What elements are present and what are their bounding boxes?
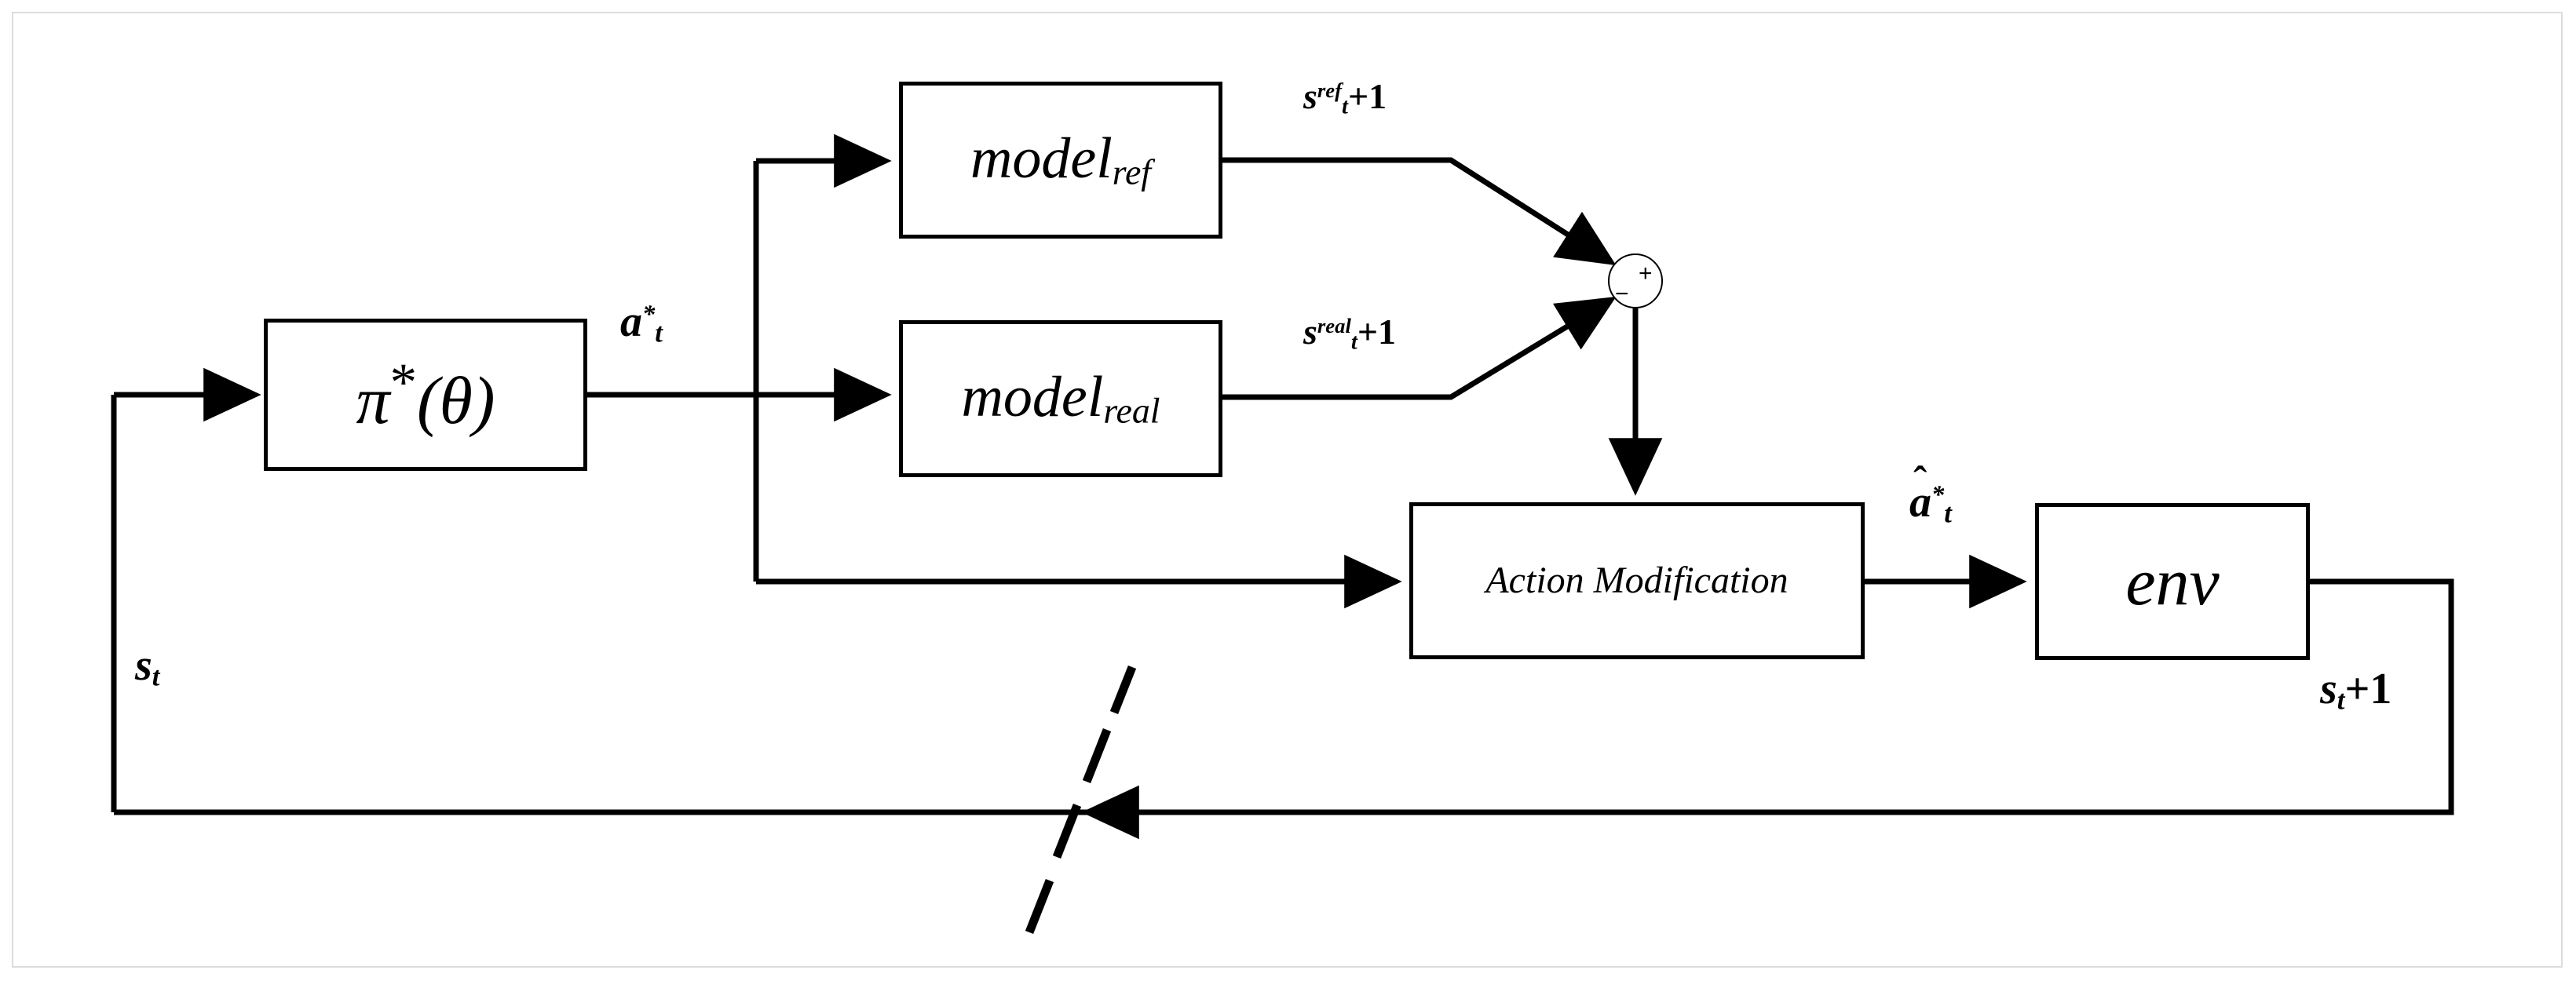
policy-block[interactable]: π*(θ) (264, 319, 587, 471)
unit-delay-slash-icon (1025, 665, 1137, 935)
policy-block-label: π*(θ) (356, 352, 495, 438)
signal-label-state-ref-next: sreft+1 (1303, 76, 1387, 119)
env-block-label: env (2125, 544, 2220, 619)
action-modification-block-label: Action Modification (1485, 560, 1789, 601)
env-block[interactable]: env (2035, 503, 2310, 660)
wire-env-feedback (1107, 578, 2454, 815)
action-modification-block[interactable]: Action Modification (1409, 502, 1865, 659)
summing-junction-minus-sign: − (1615, 281, 1629, 307)
signal-label-state-next: st+1 (2320, 665, 2392, 716)
model-real-block-label: modelreal (961, 365, 1160, 431)
wire-modelreal-to-sum (1222, 297, 1617, 400)
summing-junction[interactable] (1608, 253, 1663, 308)
model-ref-block[interactable]: modelref (899, 82, 1222, 239)
signal-label-action-optimal: a*t (620, 297, 663, 348)
signal-label-state-current: st (135, 641, 160, 692)
model-real-block[interactable]: modelreal (899, 320, 1222, 477)
signal-label-state-real-next: srealt+1 (1303, 312, 1397, 355)
model-ref-block-label: modelref (970, 126, 1152, 192)
summing-junction-plus-sign: + (1639, 261, 1653, 286)
wire-modelref-to-sum (1222, 157, 1617, 266)
